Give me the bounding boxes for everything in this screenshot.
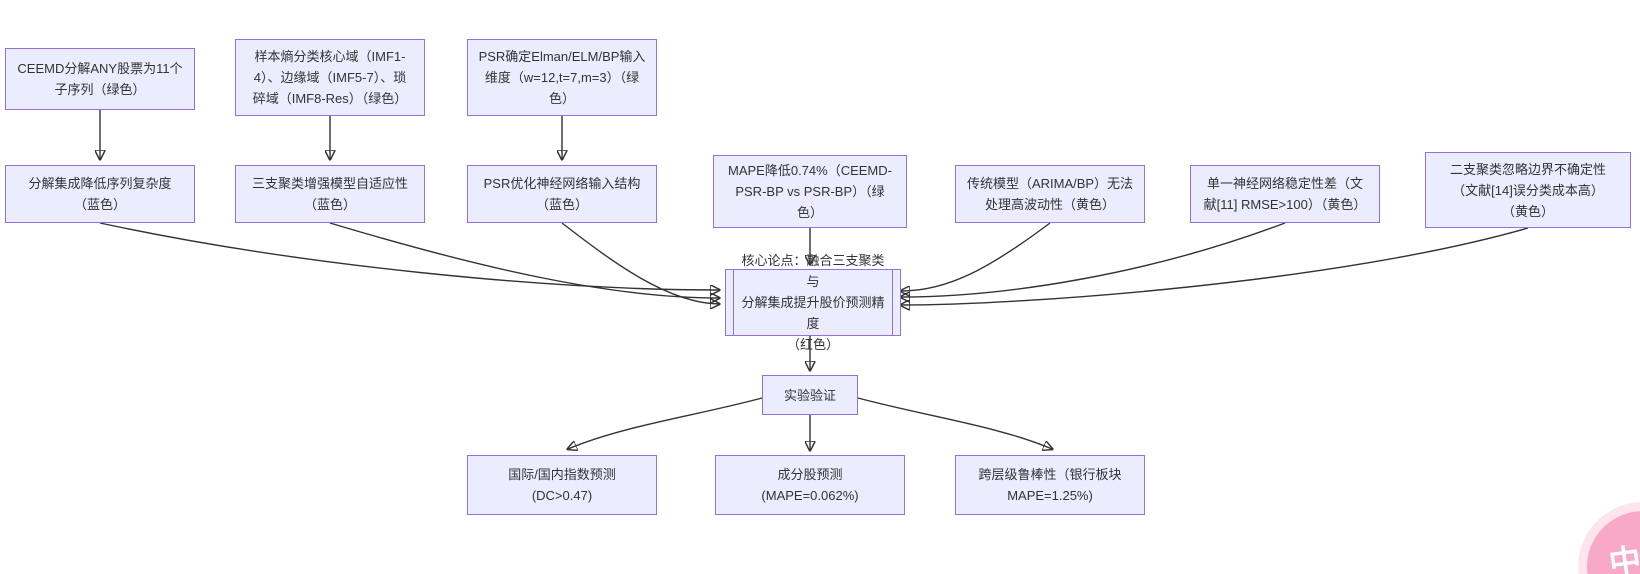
- node-label: 分解集成降低序列复杂度 （蓝色）: [28, 176, 172, 212]
- edge-i-k: [901, 222, 1286, 297]
- node-label: 核心论点：融合三支聚类与 分解集成提升股价预测精度 （红色）: [741, 253, 885, 352]
- edge-j-k: [901, 227, 1529, 305]
- edge-d-k: [99, 222, 719, 290]
- node-ceemd-decomposition: CEEMD分解ANY股票为11个 子序列（绿色）: [5, 48, 195, 110]
- node-sample-entropy-domains: 样本熵分类核心域（IMF1- 4）、边缘域（IMF5-7）、琐 碎域（IMF8-…: [235, 39, 425, 116]
- edge-l-m: [568, 397, 763, 449]
- node-constituent-stock-prediction: 成分股预测 (MAPE=0.062%): [715, 455, 905, 515]
- node-label: 国际/国内指数预测 (DC>0.47): [508, 467, 616, 503]
- edge-f-k: [561, 222, 719, 304]
- node-psr-optimizes-input-structure: PSR优化神经网络输入结构 （蓝色）: [467, 165, 657, 223]
- node-label: 实验验证: [783, 387, 836, 403]
- node-label: 跨层级鲁棒性（银行板块 MAPE=1.25%): [978, 467, 1122, 503]
- node-single-network-instability: 单一神经网络稳定性差（文 献[11] RMSE>100）（黄色）: [1190, 165, 1380, 223]
- node-decomposition-reduces-complexity: 分解集成降低序列复杂度 （蓝色）: [5, 165, 195, 223]
- node-label: MAPE降低0.74%（CEEMD- PSR-BP vs PSR-BP）（绿 色…: [728, 163, 892, 220]
- node-experimental-validation: 实验验证: [762, 375, 858, 415]
- node-label: 传统模型（ARIMA/BP）无法 处理高波动性（黄色）: [966, 176, 1134, 212]
- node-mape-reduction: MAPE降低0.74%（CEEMD- PSR-BP vs PSR-BP）（绿 色…: [713, 155, 907, 228]
- node-label: 二支聚类忽略边界不确定性 （文献[14]误分类成本高） （黄色）: [1449, 161, 1606, 219]
- edge-h-k: [901, 222, 1051, 291]
- edge-l-o: [857, 397, 1052, 449]
- node-index-prediction: 国际/国内指数预测 (DC>0.47): [467, 455, 657, 515]
- node-label: 三支聚类增强模型自适应性 （蓝色）: [251, 176, 408, 212]
- edge-e-k: [329, 222, 719, 298]
- node-two-way-clustering-limitation: 二支聚类忽略边界不确定性 （文献[14]误分类成本高） （黄色）: [1425, 152, 1631, 228]
- node-psr-input-dimensions: PSR确定Elman/ELM/BP输入 维度（w=12,t=7,m=3）（绿 色…: [467, 39, 657, 116]
- node-traditional-models-limitation: 传统模型（ARIMA/BP）无法 处理高波动性（黄色）: [955, 165, 1145, 223]
- translate-button-label: 中A: [1606, 538, 1640, 574]
- node-label: CEEMD分解ANY股票为11个 子序列（绿色）: [17, 61, 183, 97]
- node-label: 成分股预测 (MAPE=0.062%): [761, 467, 859, 503]
- node-three-way-clustering-adaptivity: 三支聚类增强模型自适应性 （蓝色）: [235, 165, 425, 223]
- node-label: 单一神经网络稳定性差（文 献[11] RMSE>100）（黄色）: [1203, 176, 1367, 212]
- node-core-thesis: 核心论点：融合三支聚类与 分解集成提升股价预测精度 （红色）: [725, 253, 901, 352]
- node-label: 样本熵分类核心域（IMF1- 4）、边缘域（IMF5-7）、琐 碎域（IMF8-…: [252, 49, 408, 106]
- translate-button[interactable]: 中A: [1587, 511, 1640, 574]
- node-label: PSR优化神经网络输入结构 （蓝色）: [483, 176, 641, 212]
- node-cross-level-robustness: 跨层级鲁棒性（银行板块 MAPE=1.25%): [955, 455, 1145, 515]
- node-label: PSR确定Elman/ELM/BP输入 维度（w=12,t=7,m=3）（绿 色…: [478, 49, 646, 106]
